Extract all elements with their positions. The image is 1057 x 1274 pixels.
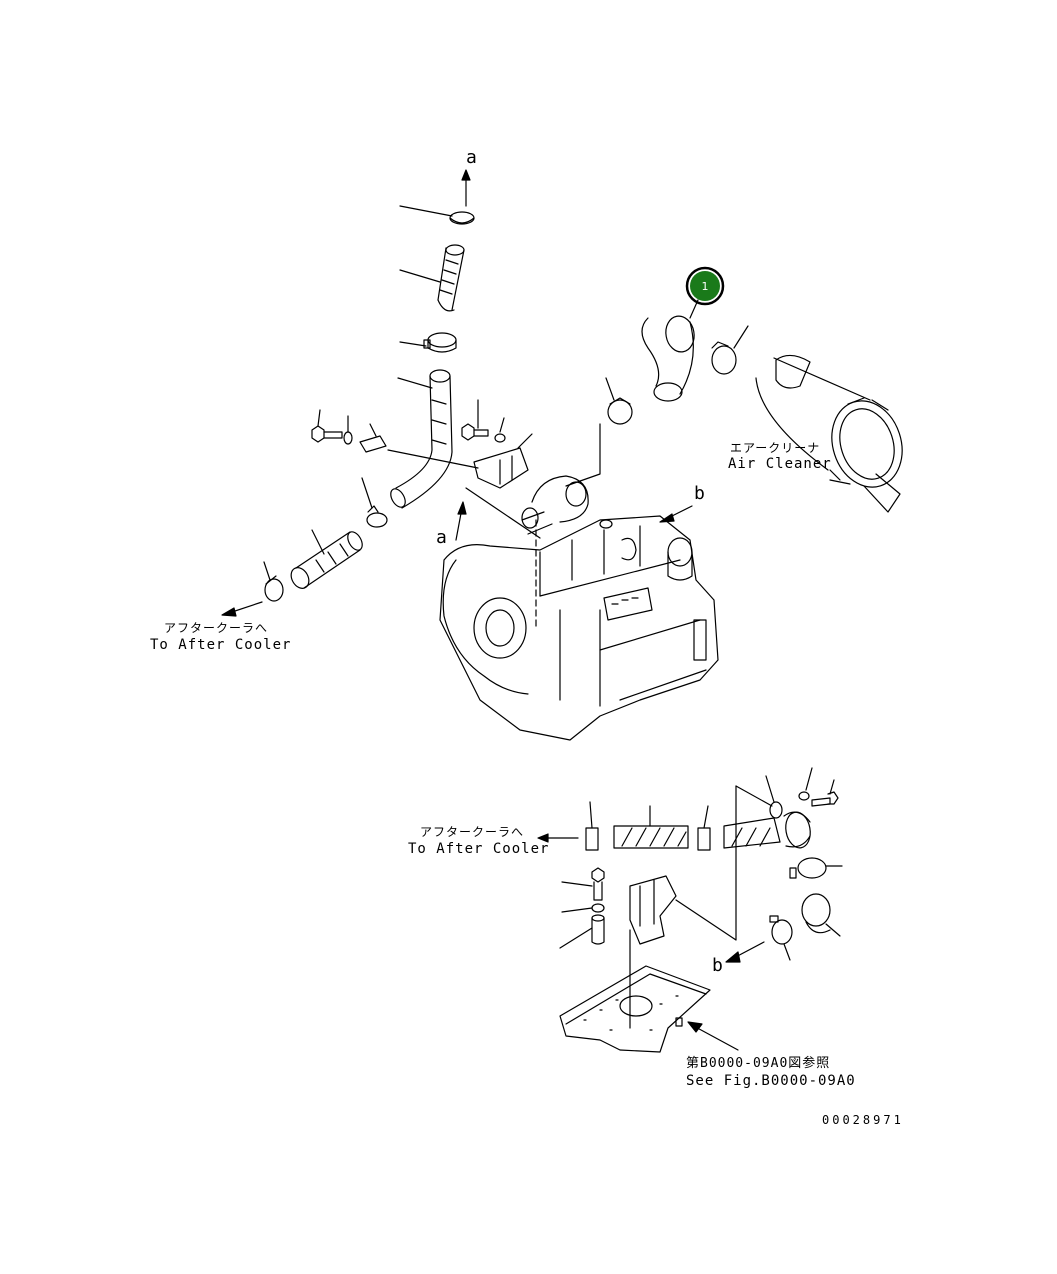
after-cooler-left-jp-label: アフタークーラへ xyxy=(164,621,269,635)
lower-pipe-1 xyxy=(613,805,689,849)
see-fig-en-label: See Fig.B0000-09A0 xyxy=(686,1073,856,1089)
after-cooler-bottom-jp-label: アフタークーラへ xyxy=(420,825,525,839)
drawing-number: 00028971 xyxy=(822,1113,904,1127)
lower-leaders xyxy=(629,785,773,1029)
base-plate xyxy=(559,965,711,1053)
lower-pipe-2 xyxy=(723,811,811,849)
arrow-b-bottom xyxy=(725,941,765,963)
bracket xyxy=(473,433,533,489)
lower-washer-top xyxy=(798,767,813,801)
arrow-a-mid xyxy=(455,501,467,541)
lower-bolt xyxy=(561,867,605,901)
bolt-mid xyxy=(461,399,489,441)
lower-clamp-3 xyxy=(769,915,793,961)
lower-bolt-top xyxy=(811,779,839,807)
lower-spacer-2 xyxy=(697,805,711,851)
arrow-a-top xyxy=(461,169,471,207)
after-cooler-left-en-label: To After Cooler xyxy=(150,637,292,653)
clamp-2 xyxy=(399,332,457,353)
see-fig-jp-label: 第B0000-09A0図参照 xyxy=(686,1056,831,1071)
lower-spacer-1 xyxy=(585,801,599,851)
air-cleaner-en-label: Air Cleaner xyxy=(728,456,832,472)
clamp-3 xyxy=(361,477,388,528)
bolt-left xyxy=(311,409,343,443)
lower-washer xyxy=(561,903,605,913)
air-cleaner xyxy=(755,354,903,513)
washer-mid xyxy=(494,417,506,443)
air-cleaner-jp-label: エアークリーナ xyxy=(730,441,821,455)
callout-1-number: 1 xyxy=(702,280,709,293)
ref-b-bottom-label: b xyxy=(712,955,724,976)
lower-hose xyxy=(290,529,363,589)
turbo xyxy=(521,475,589,535)
ref-a-top-label: a xyxy=(466,147,478,168)
lower-clamp-top xyxy=(765,775,783,819)
engine-block xyxy=(439,515,719,741)
upper-hose xyxy=(399,244,465,312)
callout-1[interactable]: 1 xyxy=(685,266,725,306)
washer-left xyxy=(343,415,353,445)
long-hose xyxy=(390,369,453,509)
clamp-elbow-right xyxy=(711,325,749,375)
top-clamp xyxy=(399,205,475,225)
arrow-to-after-cooler-left xyxy=(221,601,263,617)
lower-collar xyxy=(559,914,605,949)
ref-b-top-label: b xyxy=(694,483,706,504)
lower-bracket xyxy=(629,875,677,945)
arrow-to-after-cooler-bottom xyxy=(537,833,579,843)
leader-lines-mid xyxy=(387,449,541,539)
elbow-hose xyxy=(641,299,699,402)
after-cooler-bottom-en-label: To After Cooler xyxy=(408,841,550,857)
lower-elbow xyxy=(801,893,841,937)
lower-clamp-2 xyxy=(789,857,843,879)
clamp-4 xyxy=(263,561,284,602)
spacer-left xyxy=(359,423,387,453)
arrow-see-fig xyxy=(687,1021,739,1051)
callout-1-fill xyxy=(690,271,720,301)
ref-a-mid-label: a xyxy=(436,527,448,548)
callout-1-badge xyxy=(685,266,725,306)
clamp-elbow-left xyxy=(605,377,633,425)
